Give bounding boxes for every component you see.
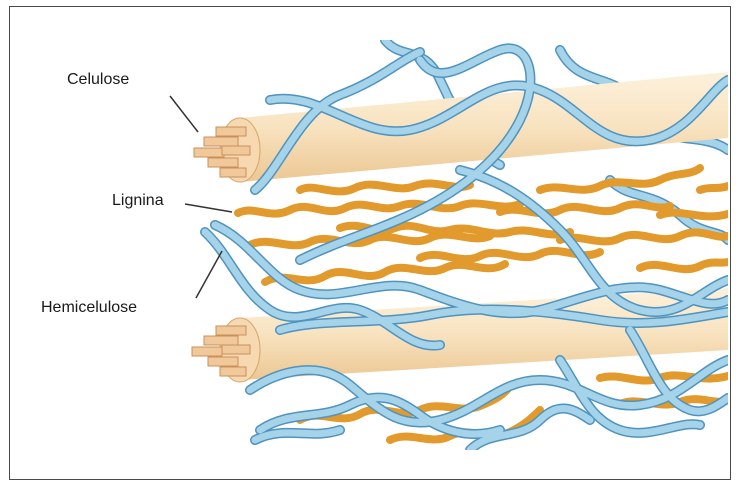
hemicellulose-leader-line bbox=[196, 251, 222, 298]
cellulose-leader-line bbox=[170, 96, 198, 132]
cellulose-label: Celulose bbox=[67, 72, 129, 88]
hemicellulose-label: Hemicelulose bbox=[41, 300, 137, 316]
lignin-label: Lignina bbox=[112, 193, 164, 209]
lignin-leader-line bbox=[185, 204, 232, 212]
label-leader-lines bbox=[170, 96, 232, 298]
